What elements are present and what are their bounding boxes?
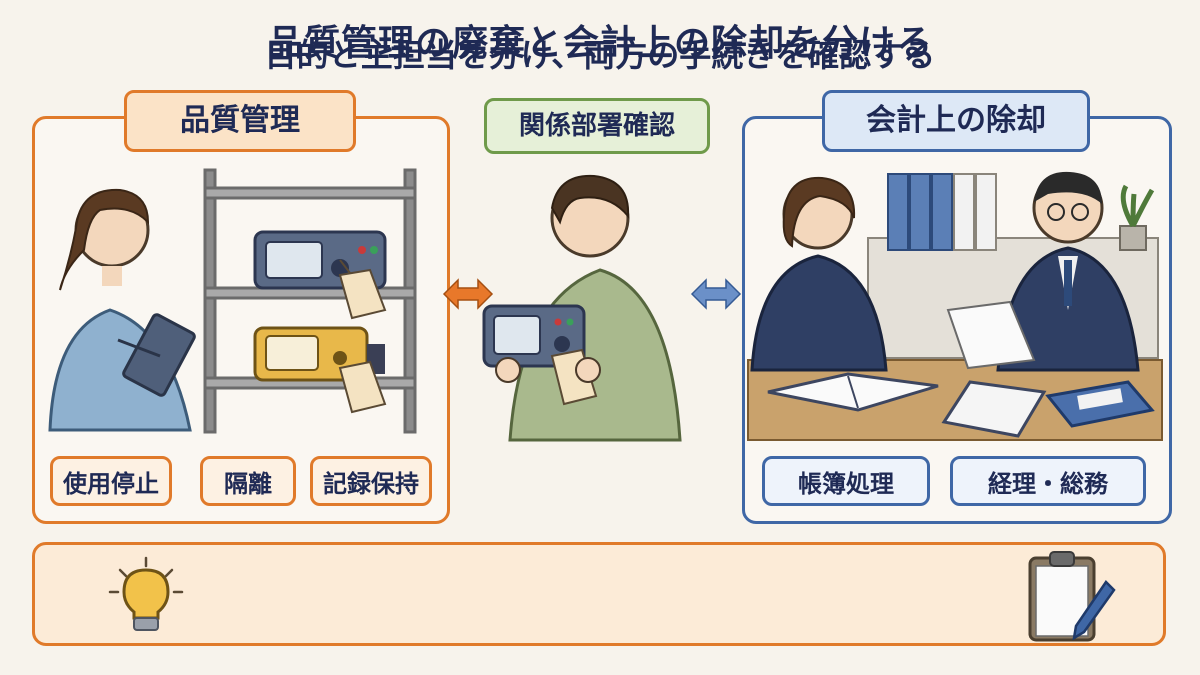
document-icon [946,300,1036,370]
tag-icon [338,360,387,414]
tag-accounting-general-affairs: 経理・総務 [950,456,1146,506]
yellow-device-icon [253,326,385,382]
summary-banner [32,542,1166,646]
tag-book-processing: 帳簿処理 [762,456,930,506]
department-confirmation-heading: 関係部署確認 [484,98,710,154]
double-arrow-blue-icon [690,278,742,310]
tag-stop-use: 使用停止 [50,456,172,506]
accountant-man-icon [996,171,1140,372]
clipboard-icon [117,313,196,397]
tag-isolation: 隔離 [200,456,296,506]
measuring-device-icon [482,304,586,368]
page-title: 品質管理の廃棄と会計上の除却を分ける [266,23,933,64]
clipboard-pen-icon [1028,551,1116,642]
tag-record-keeping: 記録保持 [310,456,432,506]
summary-text: 目的と主担当を分け、両方の手続きを確認する [264,36,936,74]
department-staff-illustration [482,174,682,442]
accounting-office-illustration [747,171,1163,441]
clipboard-icon [941,380,1047,438]
quality-control-illustration [48,168,417,434]
open-ledger-icon [767,372,939,412]
blue-binder-icon [1045,380,1155,428]
shelf-icon [203,168,417,434]
lightbulb-icon [108,556,184,631]
accounting-disposal-heading: 会計上の除却 [822,90,1090,152]
accountant-woman-icon [750,176,888,372]
worker-woman-icon [48,188,192,432]
tag-icon [338,259,387,320]
quality-control-heading: 品質管理 [124,90,356,152]
double-arrow-orange-icon [442,278,494,310]
plant-icon [1119,184,1155,251]
